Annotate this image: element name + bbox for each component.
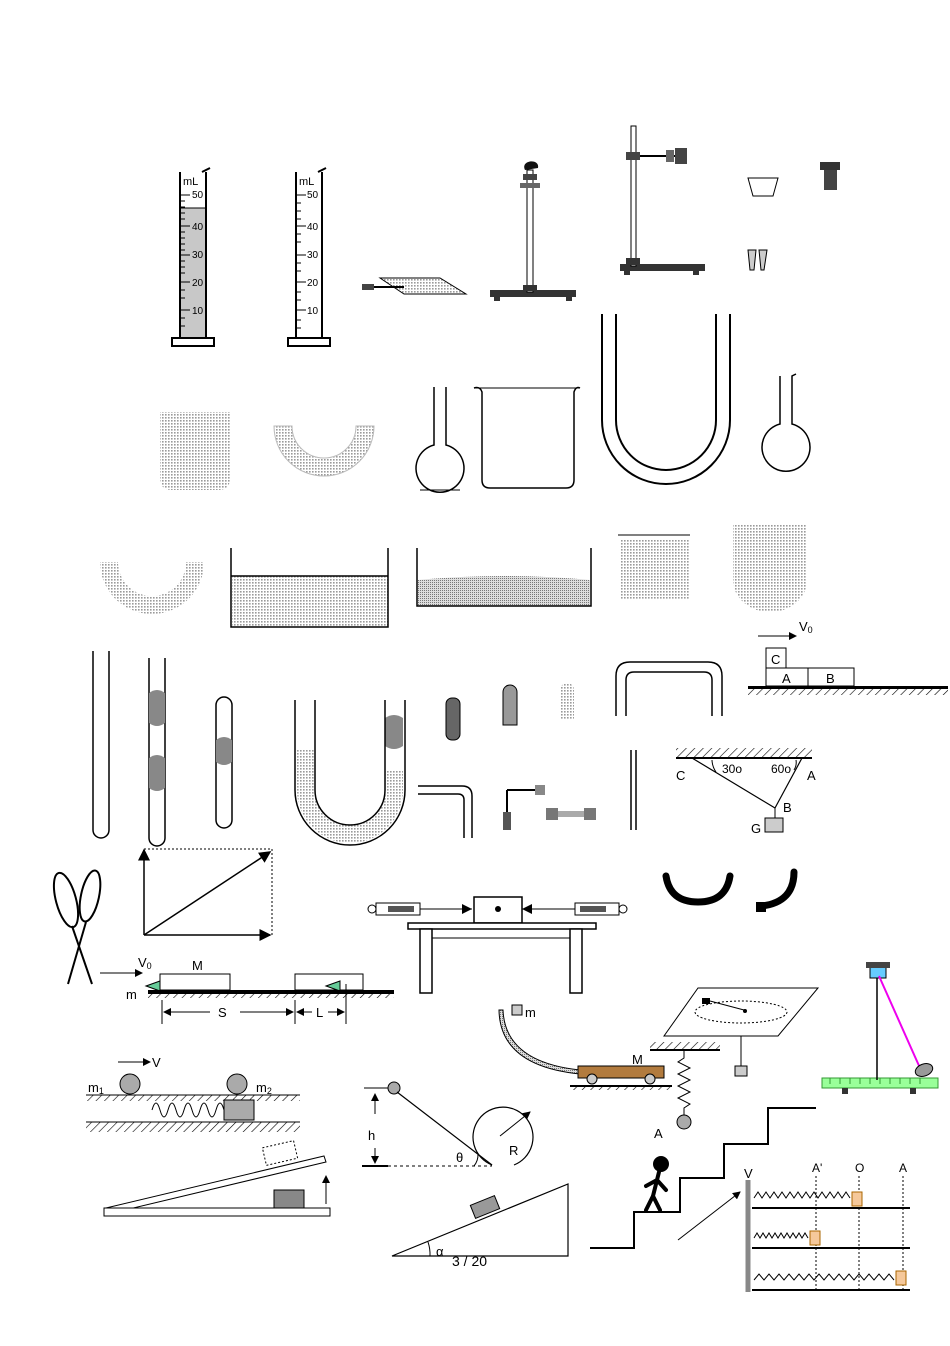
svg-text:20: 20 — [192, 278, 204, 289]
curved-slope-cart-diagram: m M — [498, 1004, 672, 1090]
svg-text:M: M — [632, 1052, 643, 1067]
cylinder-unit-label: mL — [183, 176, 198, 188]
svg-text:30o: 30o — [722, 762, 742, 776]
svg-text:θ: θ — [456, 1150, 463, 1165]
thin-rod — [630, 750, 637, 830]
svg-text:m: m — [126, 987, 137, 1002]
turntable-diagram — [663, 987, 820, 1077]
volumetric-flask — [761, 373, 811, 472]
svg-text:m1: m1 — [88, 1080, 104, 1096]
tongs — [52, 869, 102, 985]
curved-tube-half-2 — [100, 562, 204, 614]
svg-text:V0: V0 — [799, 619, 813, 635]
stacked-blocks-diagram: V0 C A B — [748, 619, 948, 695]
svg-text:R: R — [509, 1143, 518, 1158]
svg-text:h: h — [368, 1128, 375, 1143]
test-tube-dotted — [733, 524, 807, 612]
shallow-tank — [416, 548, 592, 607]
svg-text:A: A — [782, 671, 791, 686]
svg-text:30: 30 — [307, 250, 319, 261]
svg-text:O: O — [855, 1161, 864, 1175]
svg-text:10: 10 — [192, 306, 204, 317]
u-tube-large — [601, 314, 731, 485]
dotted-liquid-block — [160, 412, 230, 490]
incline-loop-diagram: R h θ — [362, 1081, 534, 1167]
svg-text:m: m — [525, 1005, 536, 1020]
tilted-board-diagram — [103, 1140, 331, 1217]
block-on-board-diagram: V0 m M S L — [100, 955, 394, 1024]
svg-text:A: A — [654, 1126, 663, 1141]
svg-text:A: A — [899, 1161, 907, 1175]
round-flask — [415, 387, 465, 493]
water-tank — [230, 548, 389, 628]
iron-stand-with-ring — [490, 161, 576, 301]
beaker — [473, 386, 581, 489]
page-indicator: 3 / 20 — [452, 1253, 487, 1269]
svg-text:B: B — [826, 671, 835, 686]
bent-tube-l — [418, 785, 473, 838]
svg-text:50: 50 — [307, 190, 319, 201]
svg-text:20: 20 — [307, 278, 319, 289]
wedge-block-diagram: α — [391, 1183, 569, 1259]
svg-text:50: 50 — [192, 190, 204, 201]
svg-text:10: 10 — [307, 306, 319, 317]
graduated-cylinder-empty: mL 50 40 30 20 10 — [287, 167, 331, 347]
svg-text:L: L — [316, 1005, 323, 1020]
svg-text:40: 40 — [192, 222, 204, 233]
svg-text:A': A' — [812, 1161, 822, 1175]
spring-collision-diagram: V m1 m2 — [86, 1055, 300, 1132]
bent-tube-inverted-u — [615, 661, 723, 716]
glass-plate-with-clip — [362, 277, 468, 295]
svg-text:α: α — [436, 1244, 444, 1259]
short-tube-with-column — [215, 696, 233, 829]
stairs-runner-diagram — [590, 1107, 816, 1249]
pendulum-with-ruler — [821, 962, 939, 1094]
spring-pendulum: A — [650, 1042, 720, 1141]
svg-text:40: 40 — [307, 222, 319, 233]
svg-text:S: S — [218, 1005, 227, 1020]
svg-text:A: A — [807, 768, 816, 783]
long-test-tube — [92, 651, 110, 839]
svg-text:V0: V0 — [138, 955, 152, 971]
svg-text:G: G — [751, 821, 761, 836]
hanging-weight-diagram: 30o 60o C A B G — [676, 748, 816, 836]
linear-graph — [138, 848, 273, 941]
iron-stand-with-clamp — [620, 125, 705, 275]
svg-text:V: V — [744, 1166, 753, 1181]
svg-text:B: B — [783, 800, 792, 815]
graduated-cylinder-filled: mL 50 40 30 20 10 — [171, 167, 215, 347]
svg-text:C: C — [676, 768, 685, 783]
svg-text:m2: m2 — [256, 1080, 272, 1096]
spring-oscillator-diagram: V A' O A — [744, 1161, 910, 1292]
tube-with-mercury-columns — [148, 658, 166, 847]
svg-text:C: C — [771, 652, 780, 667]
u-tube-with-liquid — [294, 700, 406, 846]
dotted-square — [618, 534, 690, 600]
svg-text:30: 30 — [192, 250, 204, 261]
svg-text:mL: mL — [299, 176, 314, 188]
curved-tube-half — [273, 425, 375, 477]
small-cylinders — [445, 683, 574, 741]
valves — [503, 785, 596, 830]
svg-text:M: M — [192, 958, 203, 973]
stopper-parts — [747, 162, 840, 271]
rubber-tubes — [662, 868, 798, 912]
svg-text:V: V — [152, 1055, 161, 1070]
svg-text:60o: 60o — [771, 762, 791, 776]
spring-scale-table-setup — [367, 896, 628, 994]
